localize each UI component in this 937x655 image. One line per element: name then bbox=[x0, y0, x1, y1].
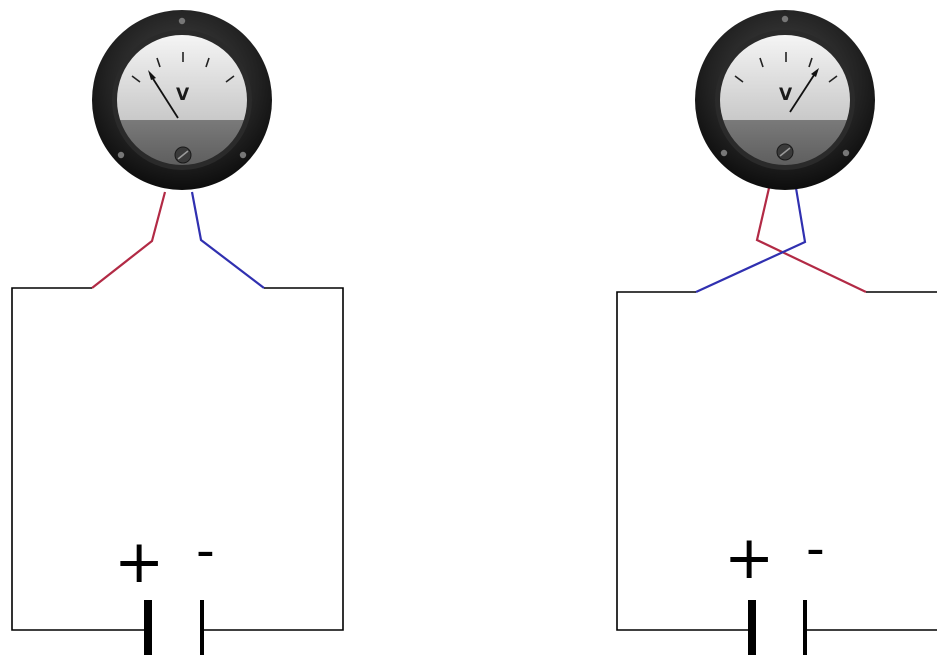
negative-terminal-label: - bbox=[196, 521, 215, 581]
dial-scale-ticks bbox=[734, 52, 838, 83]
positive-lead-red bbox=[91, 191, 167, 289]
voltmeter-right: V bbox=[695, 10, 875, 190]
mount-screw-icon bbox=[239, 151, 247, 159]
wire-right-loop bbox=[616, 291, 937, 631]
circuit-left: V + - bbox=[11, 10, 344, 655]
meter-needle bbox=[149, 73, 179, 119]
mount-screw-icon bbox=[117, 151, 125, 159]
mount-screw-icon bbox=[781, 15, 789, 23]
wire-left-loop bbox=[11, 287, 344, 631]
voltmeter-left: V bbox=[92, 10, 272, 190]
meter-needle bbox=[789, 71, 817, 113]
negative-terminal-label: - bbox=[806, 519, 825, 579]
mount-screw-icon bbox=[842, 149, 850, 157]
battery-negative-plate bbox=[200, 600, 204, 655]
negative-lead-blue bbox=[695, 187, 807, 293]
circuit-right: V + - bbox=[616, 10, 937, 655]
battery-left: + - bbox=[114, 521, 215, 655]
positive-lead-red bbox=[755, 187, 867, 293]
needle-arrowhead bbox=[811, 68, 819, 77]
mount-screw-icon bbox=[720, 149, 728, 157]
battery-right: + - bbox=[724, 519, 825, 655]
dial-unit-label: V bbox=[176, 85, 190, 105]
dial-unit-label: V bbox=[779, 85, 793, 105]
battery-positive-plate bbox=[144, 600, 152, 655]
zero-adjust-screw-icon bbox=[174, 146, 192, 164]
zero-adjust-screw-icon bbox=[776, 143, 794, 161]
needle-arrowhead bbox=[148, 70, 156, 80]
negative-lead-blue bbox=[190, 191, 265, 289]
mount-screw-icon bbox=[178, 17, 186, 25]
positive-terminal-label: + bbox=[724, 523, 774, 593]
dial-scale-ticks bbox=[131, 52, 235, 83]
battery-negative-plate bbox=[803, 600, 807, 655]
battery-positive-plate bbox=[748, 600, 756, 655]
positive-terminal-label: + bbox=[114, 527, 164, 597]
